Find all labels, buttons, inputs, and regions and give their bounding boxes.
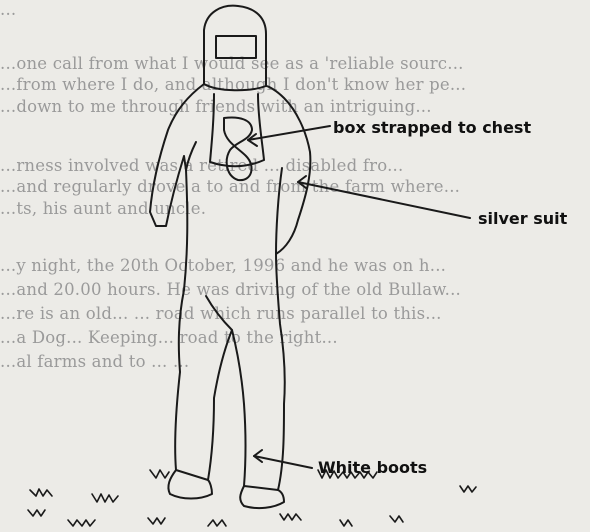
label-box-strapped-to-chest: box strapped to chest — [333, 118, 531, 137]
harness — [210, 94, 264, 166]
label-silver-suit: silver suit — [478, 209, 567, 228]
chest-box — [224, 118, 252, 181]
suit-arrow — [298, 182, 470, 218]
helmet-visor — [216, 36, 256, 58]
ground-marks — [28, 470, 476, 526]
suit-outline — [150, 84, 310, 490]
right-boot — [240, 486, 284, 508]
label-white-boots: White boots — [318, 458, 427, 477]
